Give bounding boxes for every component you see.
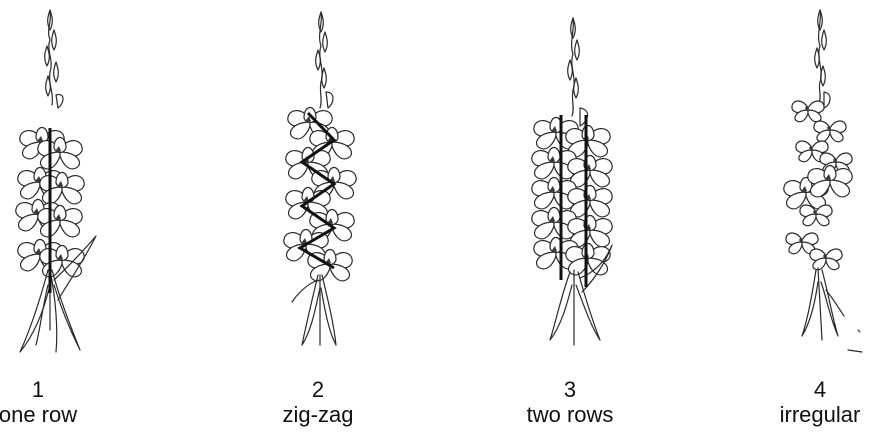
panel-label: irregular bbox=[740, 402, 874, 427]
panel-number: 4 bbox=[740, 377, 874, 402]
plant-drawing-two-rows bbox=[532, 18, 612, 345]
panel-caption-1: 1 one row bbox=[0, 377, 118, 427]
panel-number: 1 bbox=[0, 377, 118, 402]
panel-label: two rows bbox=[490, 402, 650, 427]
plant-drawing-irregular bbox=[784, 10, 862, 352]
panel-number: 2 bbox=[238, 377, 398, 402]
panel-number: 3 bbox=[490, 377, 650, 402]
plant-drawing-zig-zag bbox=[284, 12, 356, 345]
panel-label: zig-zag bbox=[238, 402, 398, 427]
panel-label: one row bbox=[0, 402, 118, 427]
panel-caption-3: 3 two rows bbox=[490, 377, 650, 427]
panel-caption-2: 2 zig-zag bbox=[238, 377, 398, 427]
plant-drawing-one-row bbox=[16, 10, 96, 352]
panel-caption-4: 4 irregular bbox=[740, 377, 874, 427]
